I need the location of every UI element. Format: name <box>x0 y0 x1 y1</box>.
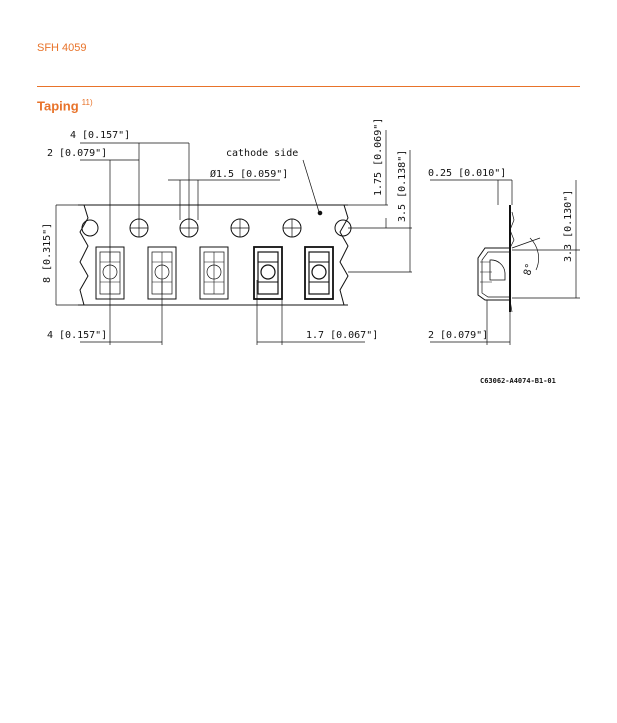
angle-label: 8° <box>522 262 536 276</box>
sprocket-holes <box>81 218 352 238</box>
pocket-side-profile <box>477 247 510 301</box>
pitch-top-label: 4 [0.157"] <box>70 130 130 141</box>
footnote-ref: 11) <box>81 98 93 107</box>
pocket-filled <box>253 246 283 300</box>
pocket-filled <box>304 246 334 300</box>
dimension-lines <box>55 130 412 345</box>
drawing-code: C63062-A4074-B1-01 <box>480 377 556 385</box>
depth-label: 2 [0.079"] <box>428 330 488 341</box>
tape-side-view <box>430 179 580 345</box>
thickness-label: 0.25 [0.010"] <box>428 168 506 179</box>
dimension-labels: 4 [0.157"] 2 [0.079"] cathode side Ø1.5 … <box>42 118 574 341</box>
height-label: 3.3 [0.130"] <box>563 190 574 262</box>
pitch-bottom-label: 4 [0.157"] <box>47 330 107 341</box>
cathode-dot <box>317 210 323 216</box>
pocket-width-label: 1.7 [0.067"] <box>306 330 378 341</box>
cathode-leader <box>302 159 320 213</box>
pocket <box>199 246 229 300</box>
product-name: SFH 4059 <box>37 42 87 54</box>
sprocket-hole <box>81 219 99 237</box>
header-rule <box>37 86 580 87</box>
cathode-label: cathode side <box>226 148 298 159</box>
pockets <box>95 246 334 300</box>
hole-to-center-label: 3.5 [0.138"] <box>397 150 408 222</box>
section-title-text: Taping <box>37 98 79 114</box>
left-break-line <box>79 204 89 306</box>
half-pitch-label: 2 [0.079"] <box>47 148 107 159</box>
hole-diameter-label: Ø1.5 [0.059"] <box>210 168 288 180</box>
tape-top-view <box>78 159 352 306</box>
edge-to-hole-label: 1.75 [0.069"] <box>373 118 384 196</box>
tape-width-label: 8 [0.315"] <box>42 223 53 283</box>
